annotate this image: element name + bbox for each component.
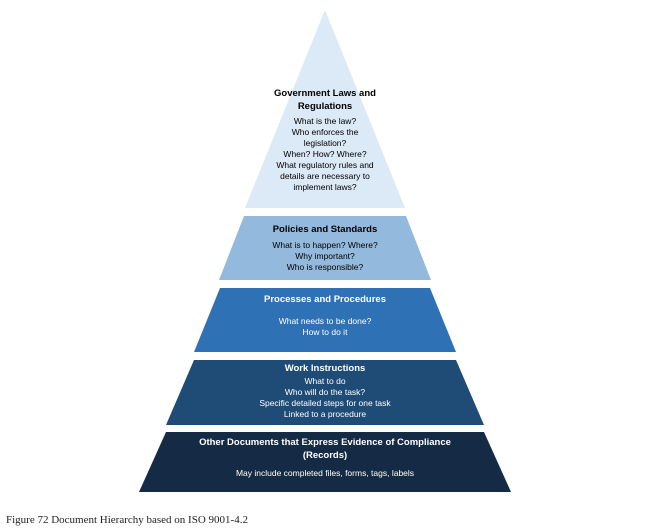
tier-line: When? How? Where?: [283, 149, 367, 159]
tier-title: Work Instructions: [284, 363, 366, 374]
tier-shape-processes: [194, 288, 456, 352]
tier-title: Government Laws and Regulations: [274, 88, 376, 112]
tier-line: Why important?: [295, 250, 355, 261]
tier-line: What is the law?: [293, 116, 357, 126]
tier-title: Processes and Procedures: [264, 294, 386, 305]
tier-line: What regulatory rules and details are ne…: [276, 160, 374, 192]
tier-shape-policies: [219, 216, 431, 280]
tier-processes: Processes and Procedures What needs to b…: [205, 294, 445, 338]
tier-shape-government: [245, 10, 405, 208]
tier-records: Other Documents that Express Evidence of…: [180, 437, 470, 479]
tier-line: Linked to a procedure: [283, 408, 367, 419]
figure-caption: Figure 72 Document Hierarchy based on IS…: [6, 514, 248, 526]
tier-line: May include completed files, forms, tags…: [235, 468, 415, 478]
tier-line: How to do it: [302, 326, 348, 337]
tier-shape-records: [139, 432, 511, 492]
tier-line: Who will do the task?: [284, 386, 366, 397]
tier-title: Policies and Standards: [272, 224, 378, 235]
tier-line: What is to happen? Where?: [272, 239, 378, 250]
tier-line: What needs to be done?: [278, 315, 372, 326]
tier-work-instructions: Work Instructions What to do Who will do…: [190, 363, 460, 420]
tier-shape-work-instructions: [166, 360, 484, 425]
tier-line: What to do: [304, 375, 346, 386]
tier-line: Who enforces the legislation?: [291, 127, 359, 148]
tier-government: Government Laws and Regulations What is …: [267, 88, 383, 193]
tier-line: Who is responsible?: [286, 261, 364, 272]
tier-title: Other Documents that Express Evidence of…: [199, 437, 451, 461]
tier-line: Specific detailed steps for one task: [259, 397, 391, 408]
tier-policies: Policies and Standards What is to happen…: [230, 224, 420, 273]
